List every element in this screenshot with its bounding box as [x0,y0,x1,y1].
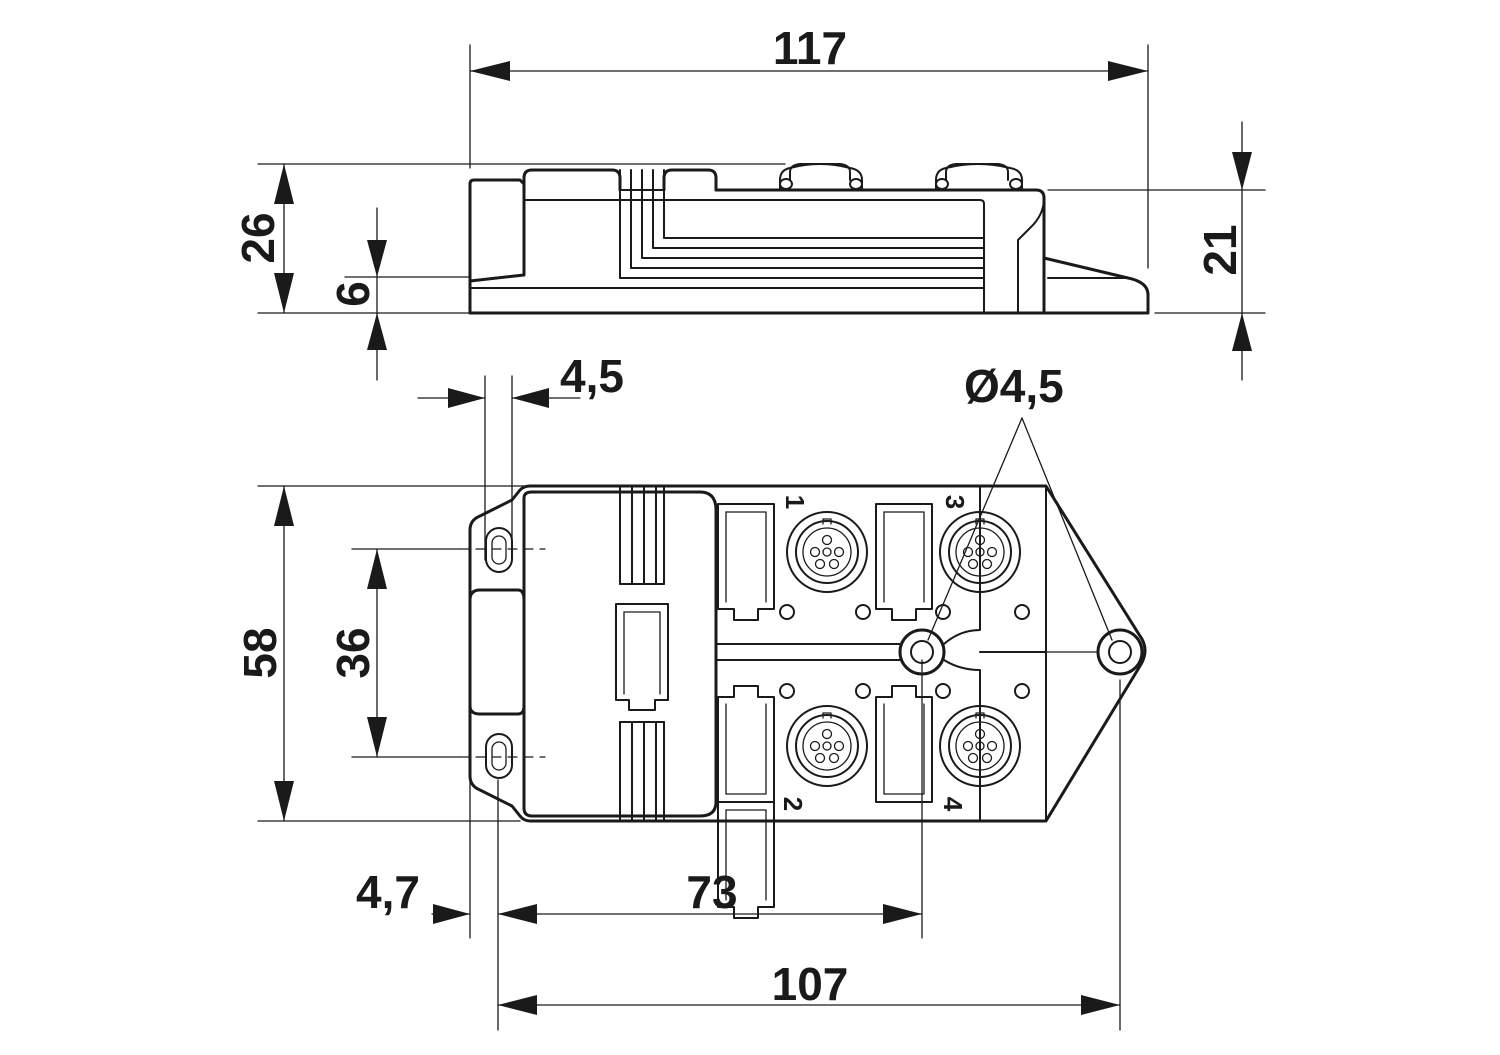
dim-overall-length: 117 [773,22,847,74]
port-label-4: 4 [938,797,968,812]
dim-body-height: 21 [1194,224,1246,275]
port-label-3: 3 [940,495,970,509]
dim-hole-diameter: Ø4,5 [964,360,1064,412]
dim-edge-offset: 4,7 [356,866,420,918]
port-label-1: 1 [780,495,810,509]
port-label-2: 2 [778,797,808,811]
dim-slot-width: 4,5 [560,350,624,402]
side-view: 117 26 6 21 [232,22,1266,381]
dim-hole-to-hole: 73 [686,866,737,918]
dim-mounting-length: 107 [772,958,849,1010]
dim-hole-spacing: 36 [327,627,379,678]
dim-flange-height: 6 [327,281,379,307]
dim-height-total: 26 [232,212,284,263]
top-view: 1 3 2 4 4,5 Ø4,5 58 36 4,7 73 [234,350,1147,1031]
dim-overall-width: 58 [234,627,286,678]
